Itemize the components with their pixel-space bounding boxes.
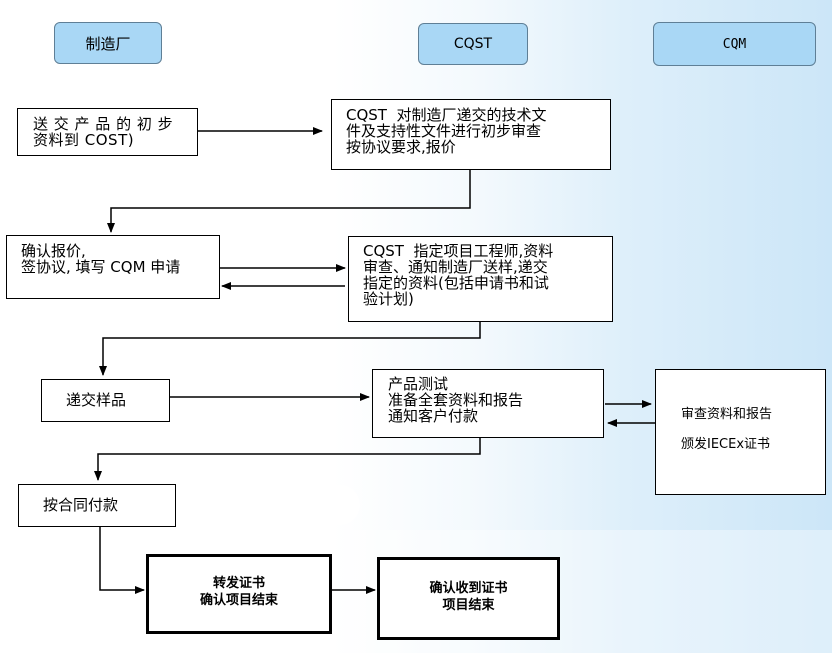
step-text-line: 递交样品 xyxy=(66,391,127,409)
step-submit-samples: 递交样品 xyxy=(41,379,170,422)
arrow-pay-to-forward xyxy=(99,526,145,594)
step-submit-preliminary-docs: 送 交 产 品 的 初 步 资料到 COST) xyxy=(17,108,198,156)
step-pay-per-contract: 按合同付款 xyxy=(18,484,176,527)
step-text-line: 按协议要求,报价 xyxy=(346,138,456,156)
step-cqst-assign-engineer: CQST 指定项目工程师,资料 审查、通知制造厂送样,递交 指定的资料(包括申请… xyxy=(348,236,613,322)
header-cqm-label: CQM xyxy=(722,36,747,52)
background-patch xyxy=(300,485,360,525)
step-text-line: 确认项目结束 xyxy=(199,593,278,608)
step-text-line: 资料到 COST) xyxy=(33,131,135,149)
step-text-line: 转发证书 xyxy=(212,576,265,591)
step-text-line: 项目结束 xyxy=(442,598,495,613)
step-text-line: 指定的资料(包括申请书和试 xyxy=(363,274,549,292)
header-cqst: CQST xyxy=(418,23,528,65)
step-cqst-preliminary-review: CQST 对制造厂递交的技术文 件及支持性文件进行初步审查 按协议要求,报价 xyxy=(331,99,611,170)
step-text-line: 确认收到证书 xyxy=(429,581,508,596)
step-text-line: 审查资料和报告 xyxy=(681,407,773,422)
step-text-line: CQST 指定项目工程师,资料 xyxy=(363,242,554,260)
step-text-line: CQST 对制造厂递交的技术文 xyxy=(346,106,547,124)
step-text-line: 送 交 产 品 的 初 步 xyxy=(33,115,174,133)
step-text-line: 签协议, 填写 CQM 申请 xyxy=(21,258,181,276)
step-text-line: 验计划) xyxy=(363,290,414,308)
header-manufacturer: 制造厂 xyxy=(54,22,162,64)
step-text-line: 审查、通知制造厂送样,递交 xyxy=(363,258,548,276)
header-cqm: CQM xyxy=(653,22,816,66)
step-text-line: 产品测试 xyxy=(388,375,449,393)
step-text-line: 按合同付款 xyxy=(43,496,119,514)
step-text-line: 件及支持性文件进行初步审查 xyxy=(346,122,542,140)
step-text-line: 确认报价, xyxy=(21,242,86,260)
step-text-line: 通知客户付款 xyxy=(388,407,479,425)
arrow-review-to-confirm xyxy=(107,170,471,233)
step-confirm-quote: 确认报价, 签协议, 填写 CQM 申请 xyxy=(6,235,220,299)
step-product-test: 产品测试 准备全套资料和报告 通知客户付款 xyxy=(372,369,604,438)
step-text-line: 准备全套资料和报告 xyxy=(388,391,524,409)
step-forward-certificate: 转发证书 确认项目结束 xyxy=(146,554,332,634)
header-manufacturer-label: 制造厂 xyxy=(85,34,131,53)
header-cqst-label: CQST xyxy=(453,36,493,52)
step-confirm-certificate-receipt: 确认收到证书 项目结束 xyxy=(377,557,560,640)
arrow-assign-to-samples xyxy=(99,322,481,376)
arrow-test-to-pay xyxy=(94,438,481,481)
step-cqm-review-issue: 审查资料和报告 颁发IECEx证书 xyxy=(655,369,826,495)
step-text-line: 颁发IECEx证书 xyxy=(681,437,771,452)
